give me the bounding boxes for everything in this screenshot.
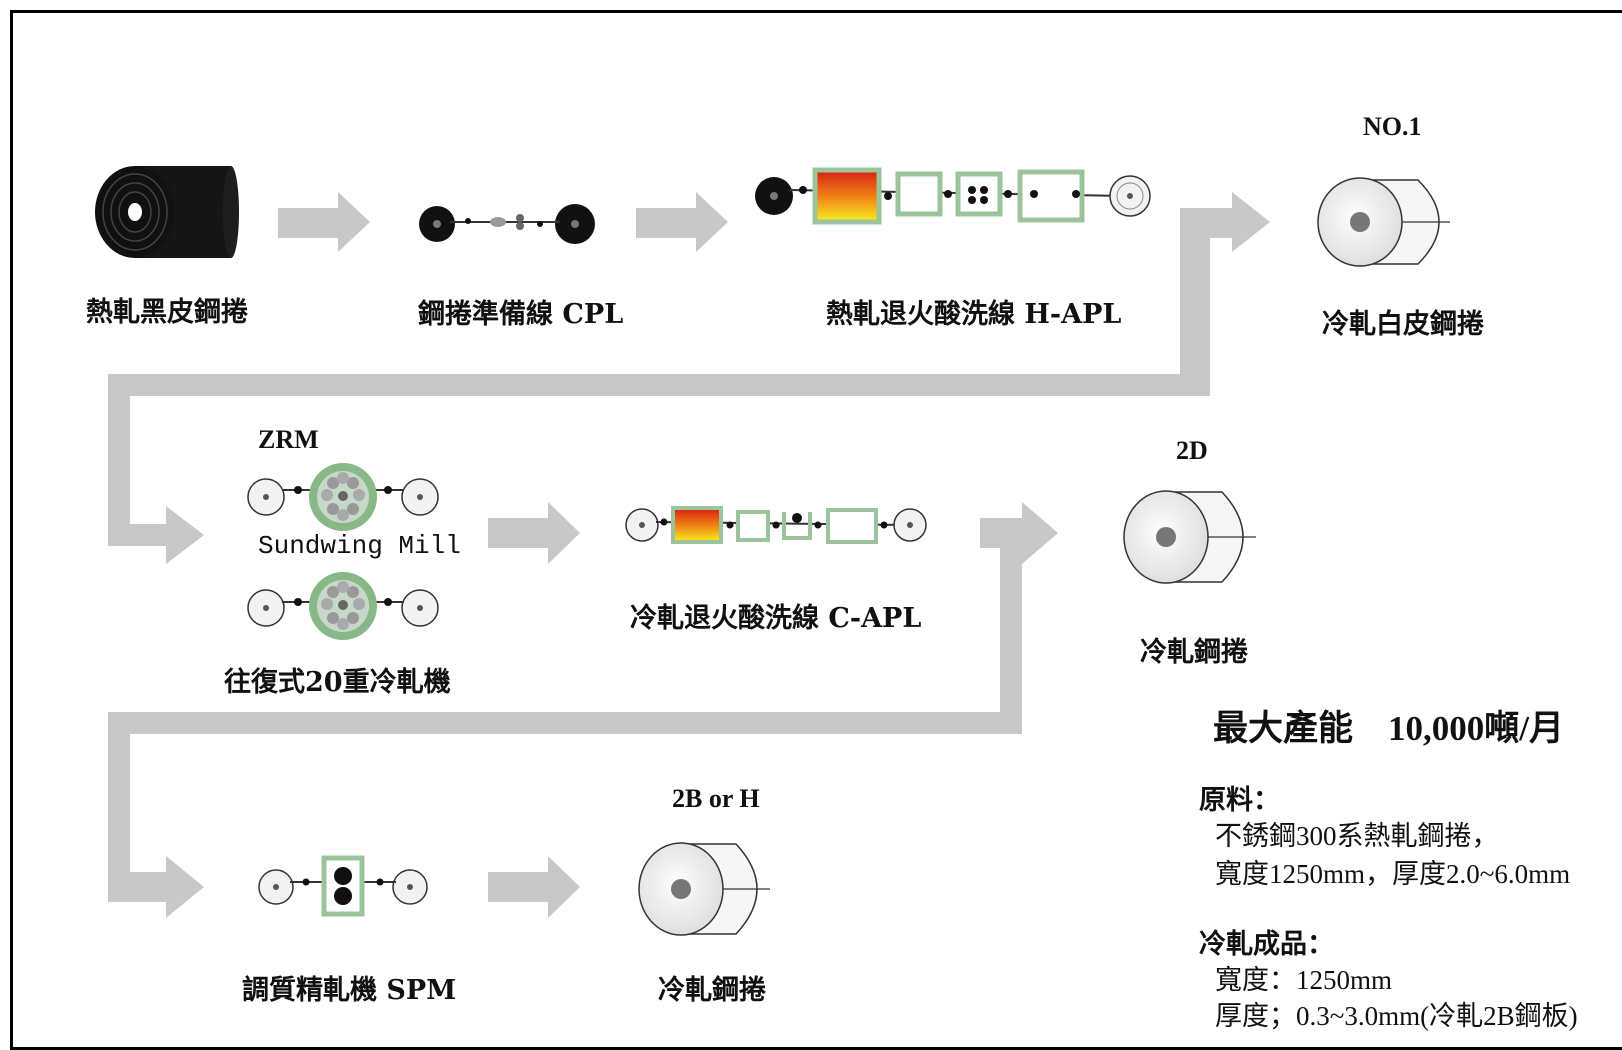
raw-material-line: 不銹鋼300系熱軋鋼捲， — [1215, 821, 1499, 851]
black-coil-icon — [95, 166, 239, 258]
cold-rolled-product-line: 厚度；0.3~3.0mm(冷軋2B鋼板) — [1215, 1001, 1578, 1031]
label-cold-rolled-coil-final: 冷軋鋼捲 — [658, 975, 766, 1006]
flow-arrow-icon — [278, 192, 728, 252]
label-cold-rolled-coil-2d: 冷軋鋼捲 — [1140, 637, 1248, 668]
label-spm: 調質精軋機 SPM — [242, 975, 457, 1006]
white-coil-icon — [1317, 177, 1450, 267]
flow-arrow-icon — [108, 502, 1058, 918]
process-flow-diagram — [95, 166, 1450, 936]
max-capacity: 最大產能 10,000噸/月 — [1213, 709, 1564, 748]
label-hot-rolled-black-coil: 熱軋黑皮鋼捲 — [86, 297, 248, 328]
flow-arrow-icon — [488, 502, 580, 564]
white-coil-icon — [638, 842, 770, 936]
mill-icon — [258, 855, 428, 917]
label-sundwing-mill: Sundwing Mill — [258, 531, 461, 561]
white-coil-icon — [1123, 490, 1256, 584]
label-cold-rolled-white-coil: 冷軋白皮鋼捲 — [1322, 309, 1484, 340]
raw-material-line: 寬度1250mm，厚度2.0~6.0mm — [1215, 859, 1571, 889]
grade-2d: 2D — [1176, 436, 1208, 465]
mill-icon — [247, 572, 439, 640]
label-zrm: ZRM — [258, 425, 319, 454]
mill-icon — [247, 463, 439, 531]
grade-no1: NO.1 — [1363, 112, 1422, 141]
process-line-icon — [625, 506, 927, 544]
label-hapl: 熱軋退火酸洗線 H-APL — [826, 299, 1122, 330]
cold-rolled-product-title: 冷軋成品： — [1199, 929, 1334, 960]
flow-arrow-icon — [488, 856, 580, 918]
raw-material-title: 原料： — [1199, 785, 1280, 816]
label-reversing-20hi-mill: 往復式20重冷軋機 — [224, 667, 451, 698]
flow-arrow-icon — [108, 192, 1270, 564]
cold-rolled-product-line: 寬度：1250mm — [1215, 965, 1393, 995]
process-line-icon — [755, 167, 1151, 225]
label-cpl: 鋼捲準備線 CPL — [418, 299, 624, 330]
label-capl: 冷軋退火酸洗線 C-APL — [630, 603, 922, 634]
process-line-icon — [419, 204, 595, 244]
grade-2b-or-h: 2B or H — [672, 784, 760, 813]
